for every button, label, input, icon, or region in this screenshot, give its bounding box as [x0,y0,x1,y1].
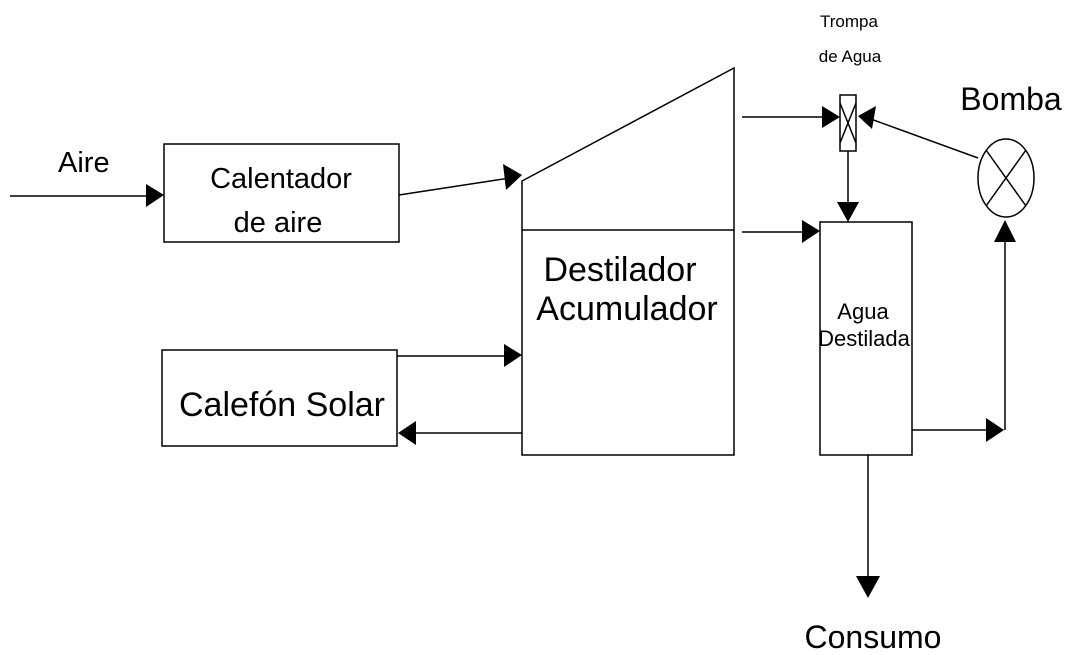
destilador-to-calefon-arrowhead [398,421,416,445]
calentador-to-destilador-line [398,177,511,196]
calefon-label: Calefón Solar [179,386,385,424]
trompa-cross-b [839,102,857,144]
destilador-label-line2: Acumulador [536,290,717,328]
agua-label-line1: Agua [837,299,889,324]
agua-to-bomba-arrowhead-h [986,418,1004,442]
bomba-cross-b [985,149,1027,207]
agua-label-line2: Destilada [818,326,910,351]
aire-label: Aire [58,147,110,179]
calefon-box [161,349,398,447]
trompa-label-line1: Trompa [820,12,878,31]
bomba-to-trompa-arrowhead [858,106,876,129]
agua-to-consumo-arrowhead [856,576,880,598]
consumo-label: Consumo [805,619,942,655]
destilador-to-trompa-arrowhead [822,106,840,128]
trompa-label-line2: de Agua [819,47,882,66]
bomba-label: Bomba [960,81,1062,117]
destilador-label-line1: Destilador [543,251,696,289]
bomba-to-trompa-line [867,117,979,159]
calentador-label-line1: Calentador [210,163,352,195]
calentador-label-line2: de aire [234,207,323,239]
agua-box [819,221,913,456]
destilador-to-agua-arrowhead [802,220,820,243]
calentador-box [163,143,400,243]
aire-input-arrowhead [146,184,164,207]
calentador-to-destilador-arrowhead [503,164,522,190]
agua-to-bomba-arrowhead-v [994,220,1016,242]
destilador-box [521,66,735,456]
calefon-to-destilador-arrowhead [504,344,522,367]
trompa-to-agua-arrowhead [837,202,859,222]
